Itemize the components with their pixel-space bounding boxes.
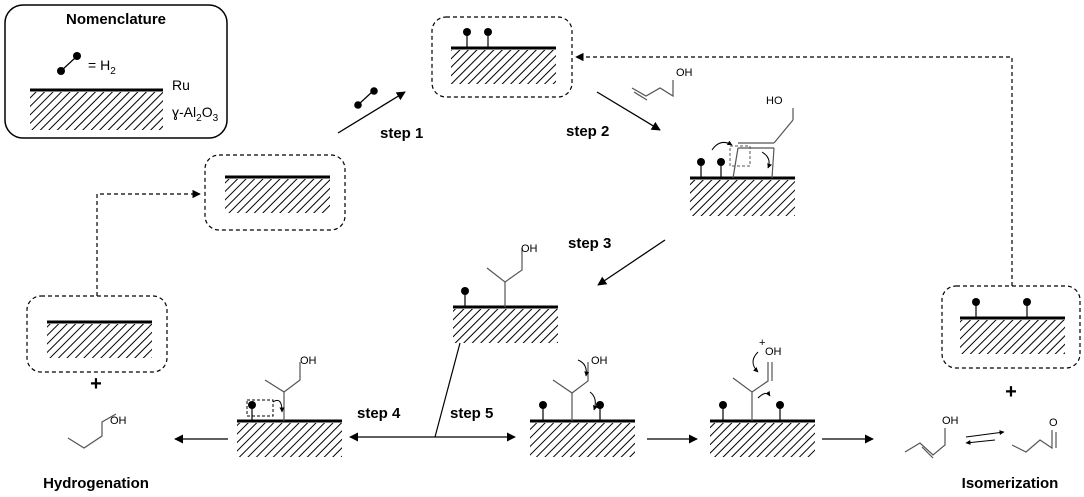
enol-intermediate xyxy=(710,351,815,457)
regenerated-catalyst-left-box xyxy=(26,295,168,373)
propanal-structure xyxy=(1011,430,1053,453)
propanal-o: O xyxy=(1049,417,1058,429)
nomenclature-title: Nomenclature xyxy=(66,11,166,28)
enol-product-oh: OH xyxy=(942,415,959,427)
allyl-alcohol-oh: OH xyxy=(676,67,693,79)
enol-structure xyxy=(904,428,946,456)
step5-oh-label: OH xyxy=(591,355,608,367)
enol-oh-label: OH xyxy=(765,346,782,358)
equilibrium-reverse-arrow xyxy=(965,439,996,446)
step4-label: step 4 xyxy=(357,405,401,422)
right-recycle-path xyxy=(575,52,1013,286)
nomenclature-box: Nomenclature = H2 Ru ɣ-Al2O3 xyxy=(4,4,228,139)
regenerated-catalyst-right-box xyxy=(941,285,1081,369)
isomerization-label: Isomerization xyxy=(962,475,1059,492)
step4-oh-label: OH xyxy=(300,355,317,367)
h-adsorbed-catalyst-box xyxy=(431,16,573,98)
hydrogenation-label: Hydrogenation xyxy=(43,475,149,492)
clean-catalyst-box xyxy=(204,154,346,231)
step3-arrow xyxy=(597,239,666,286)
adsorbed-allyl-alcohol-catalyst xyxy=(690,108,795,216)
adsorbed-ho-label: HO xyxy=(766,95,783,107)
oxonium-plus: + xyxy=(759,337,765,349)
plus-left: + xyxy=(90,373,102,395)
step2-label: step 2 xyxy=(566,123,609,140)
h2-legend-label: = H2 xyxy=(88,57,116,77)
left-recycle-path xyxy=(96,189,201,296)
half-hydrogenated-intermediate xyxy=(453,248,558,343)
branch-line xyxy=(434,342,461,438)
ru-support-legend-icon xyxy=(30,88,163,130)
ru-label: Ru xyxy=(172,77,190,93)
step5-label: step 5 xyxy=(450,405,493,422)
step1-arrow xyxy=(337,87,406,134)
propanol-oh: OH xyxy=(110,415,127,427)
step5-intermediate xyxy=(530,359,635,457)
step4-intermediate xyxy=(237,362,342,457)
h2-molecule-icon xyxy=(57,52,81,75)
support-label: ɣ-Al2O3 xyxy=(172,104,219,124)
plus-right: + xyxy=(1005,381,1017,403)
intermediate-oh-label: OH xyxy=(521,243,538,255)
step2-arrow xyxy=(596,80,674,131)
step3-label: step 3 xyxy=(568,235,611,252)
propanol-structure xyxy=(67,413,117,449)
step1-label: step 1 xyxy=(380,125,423,142)
equilibrium-forward-arrow xyxy=(965,430,1005,438)
